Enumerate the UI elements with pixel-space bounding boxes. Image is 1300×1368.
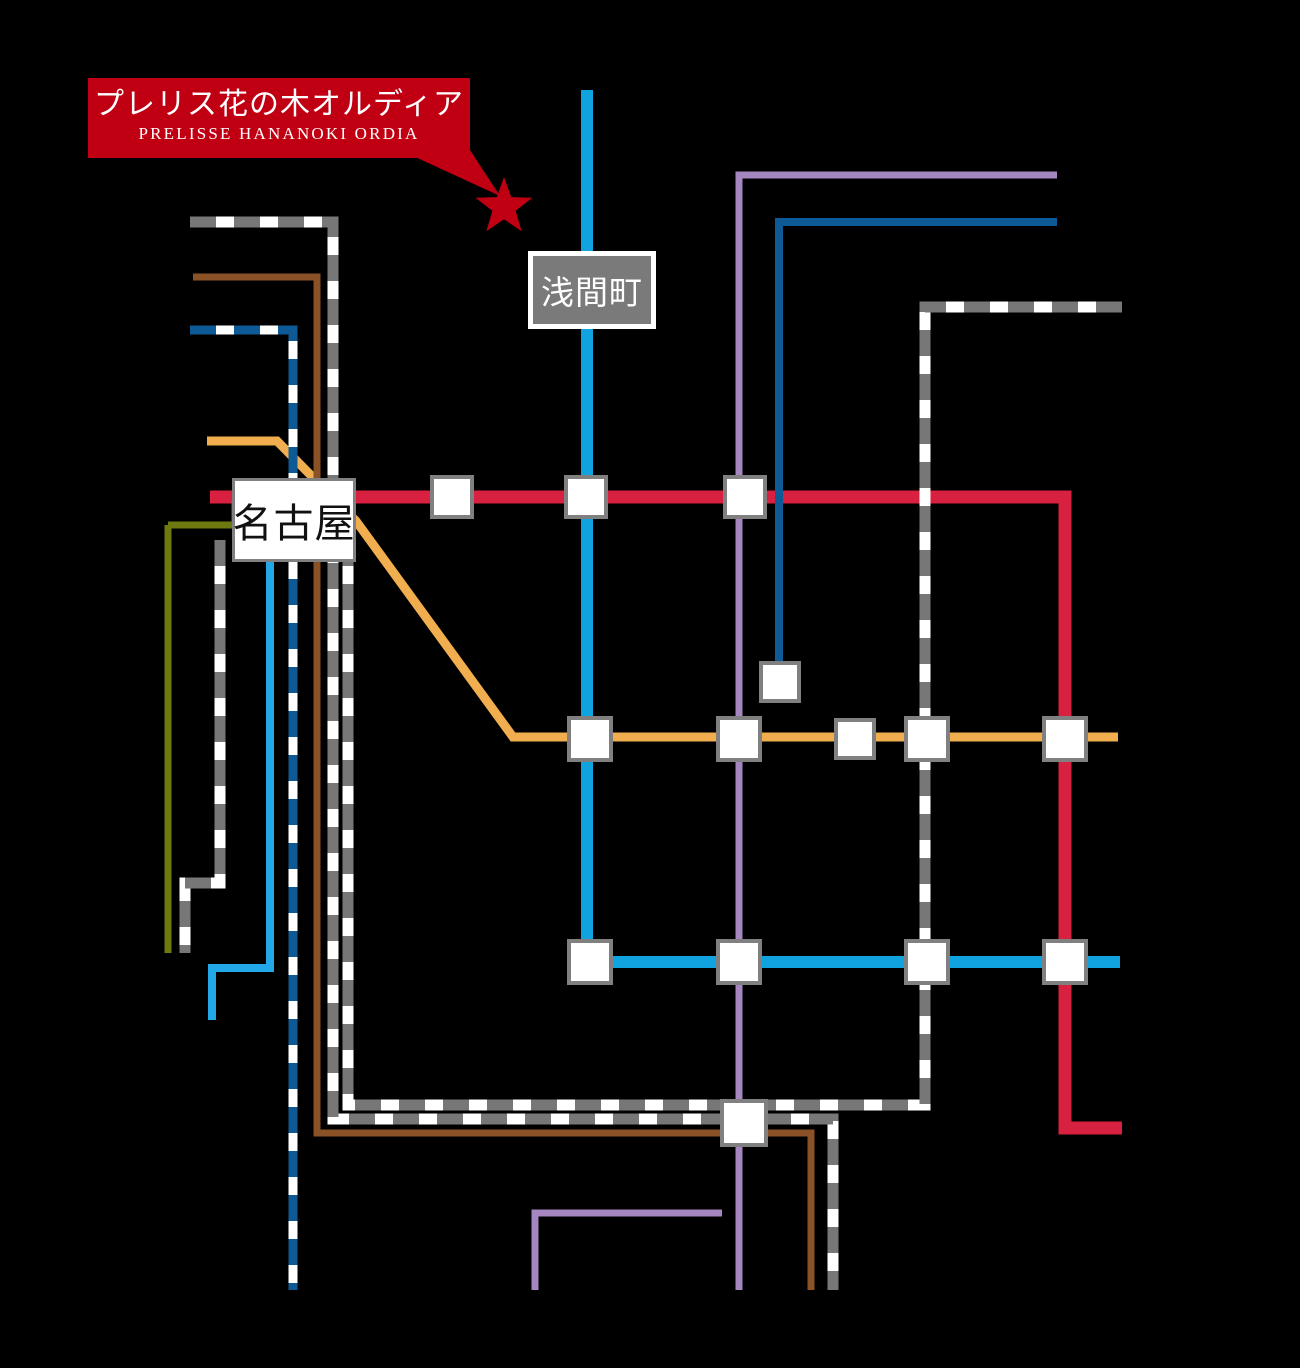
brown-line [193,273,815,1290]
station-marker-red-1[interactable] [430,475,474,519]
property-name-en: PRELISSE HANANOKI ORDIA [138,124,420,143]
station-marker-orange-5[interactable] [1042,716,1088,762]
rail-lines-layer [164,90,1122,1290]
station-marker-blue-2[interactable] [716,939,762,985]
sengencho-station-plate[interactable]: 浅間町 [528,251,656,329]
property-name-jp: プレリス花の木オルディア [94,88,464,121]
station-marker-blue-3[interactable] [904,939,950,985]
gray-dashed-line-inner-left [179,540,226,953]
station-marker-junction-south[interactable] [720,1099,768,1147]
station-marker-blue-4[interactable] [1042,939,1088,985]
purple-branch-line [531,1209,722,1290]
gray-dashed-line-south-east-casing [765,1113,839,1290]
navy-dashed-line-left-casing [190,325,298,1290]
callout-tail [400,150,500,196]
orange-line [207,436,1118,742]
property-callout: プレリス花の木オルディア PRELISSE HANANOKI ORDIA [88,78,470,158]
gray-dashed-line-mid [342,540,722,1111]
gray-dashed-line-right [765,301,1122,1111]
gray-dashed-line-mid-casing [342,540,722,1111]
red-line [210,490,1122,1135]
olive-line [168,500,239,529]
station-marker-red-3[interactable] [723,475,767,519]
station-marker-orange-3[interactable] [834,718,876,760]
cyan-line-left-branch [208,500,274,1020]
station-marker-red-2[interactable] [564,475,608,519]
station-marker-navy-end[interactable] [759,661,801,703]
gray-dashed-line-south-east [765,1113,839,1290]
station-marker-orange-2[interactable] [716,716,762,762]
gray-dashed-line-outer-left [190,216,722,1125]
star-marker [475,177,533,232]
station-marker-blue-1[interactable] [567,939,613,985]
station-marker-orange-4[interactable] [904,716,950,762]
navy-dashed-line-left [190,325,298,1290]
station-markers-layer [430,475,1088,1147]
purple-line [735,171,1057,1290]
nagoya-station-plate[interactable]: 名古屋 [232,478,356,562]
station-marker-orange-1[interactable] [567,716,613,762]
navy-line-right [775,218,1057,665]
